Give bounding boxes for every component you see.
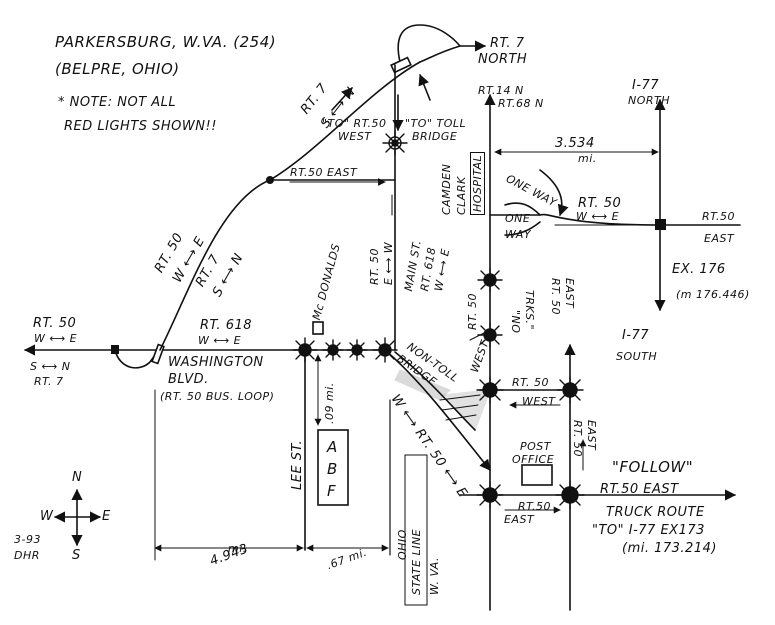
rt618-label: RT. 618 (200, 318, 253, 333)
rt50-right-label: RT. 50 (578, 196, 622, 211)
left-junction-loop (114, 347, 161, 369)
to-i77-label: "TO" I-77 EX173 (592, 523, 705, 538)
dist-3534: 3.534 (555, 136, 595, 151)
rt50-west-small: RT. 50 (512, 376, 550, 389)
rt50-east-vert-2: EAST (563, 278, 576, 309)
rt50-east-vert2: EAST (585, 420, 598, 451)
belpre-label: (BELPRE, OHIO) (55, 60, 180, 78)
one-way-2: ONE (505, 212, 531, 225)
rt50-east-lower: RT.50 (518, 500, 552, 513)
mcdonalds-marker (312, 321, 324, 335)
rt50-left-we: W ⟷ E (34, 332, 78, 345)
lee-st-label: LEE ST. (290, 439, 305, 490)
rt50-east-vert2-2: RT. 50 (571, 420, 584, 458)
rt7-left-label: RT. 7 (34, 375, 64, 388)
state-line-label: STATE LINE (410, 528, 423, 595)
rt50-east-bottom: RT.50 EAST (600, 482, 679, 497)
rt7-left-sn: S ⟷ N (30, 360, 71, 373)
post-office-2: OFFICE (512, 453, 555, 466)
ex176-label: EX. 176 (672, 262, 726, 277)
non-toll-bridge-road (384, 349, 491, 471)
ex176-mile: (m 176.446) (676, 288, 750, 301)
i77-north-2: NORTH (628, 94, 671, 107)
follow-label: "FOLLOW" (612, 458, 694, 476)
washington-loop: (RT. 50 BUS. LOOP) (160, 390, 275, 403)
abf-a: A (327, 438, 338, 456)
wva-label: W. VA. (428, 557, 441, 595)
rt50-left-label: RT. 50 (33, 316, 77, 331)
dist-3534-unit: mi. (578, 152, 597, 165)
compass-n: N (72, 470, 83, 485)
camden-label: CAMDEN (440, 163, 453, 215)
rt50-west-small-2: WEST (522, 395, 556, 408)
to-rt50-west-2: WEST (338, 130, 372, 143)
rt7-north-label: RT. 7 (490, 36, 525, 51)
post-office-1: POST (520, 440, 551, 453)
top-loop (397, 24, 461, 63)
rt50-east-top-label: RT.50 EAST (290, 166, 358, 179)
top-overpass (390, 56, 412, 74)
rt7-curve (159, 61, 421, 351)
rt618-we: W ⟷ E (198, 334, 242, 347)
top-connector (419, 45, 461, 63)
note-line-1: * NOTE: NOT ALL (58, 95, 177, 110)
footer-author: DHR (14, 549, 40, 562)
no-trks-2: TRKS." (523, 290, 536, 331)
state-line-box (404, 454, 428, 606)
compass-s: S (72, 548, 81, 563)
note-line-2: RED LIGHTS SHOWN!! (64, 119, 217, 134)
rt50-east-lower-2: EAST (504, 513, 535, 526)
rt50-east-vert: RT. 50 (549, 278, 562, 316)
abf-b: B (327, 460, 338, 478)
washington-blvd: BLVD. (168, 372, 209, 387)
rt14n-label: RT.14 N (478, 84, 524, 97)
dist-4943-unit: mi. (228, 542, 247, 555)
city-title: PARKERSBURG, W.VA. (254) (55, 33, 277, 51)
mi-173-label: (mi. 173.214) (622, 541, 717, 556)
rt50-east-right-2: EAST (704, 232, 735, 245)
rt50-east-right-label: RT.50 (702, 210, 736, 223)
footer-date: 3-93 (14, 533, 41, 546)
clark-label: CLARK (455, 176, 468, 215)
i77-north-1: I-77 (632, 78, 660, 93)
rt68n-label: RT.68 N (498, 97, 544, 110)
abf-box (317, 429, 349, 506)
hospital-label: HOSPITAL (470, 151, 485, 215)
ohio-label: OHIO (396, 529, 409, 560)
washington-label: WASHINGTON (168, 355, 264, 370)
compass-e: E (102, 509, 111, 524)
no-trks-1: "NO (509, 310, 522, 334)
rt50-west-vert: RT. 50 (466, 292, 479, 330)
compass-w: W (40, 509, 54, 524)
rt50-ew-vert: RT. 50 (368, 247, 381, 285)
rt50-ew-vert-2: E ⟷ W (382, 241, 395, 285)
i77-south-1: I-77 (622, 328, 650, 343)
to-rt50-west-1: "TO" RT.50 (322, 117, 387, 130)
to-toll-1: "TO" TOLL (405, 117, 467, 130)
dist-09: .09 mi. (323, 382, 336, 424)
one-way-3: WAY (505, 228, 532, 241)
rt50-right-we: W ⟷ E (576, 210, 620, 223)
left-junction-block (111, 345, 119, 354)
truck-route-label: TRUCK ROUTE (606, 505, 705, 520)
rt7-north-label-2: NORTH (478, 52, 528, 67)
abf-f: F (327, 482, 337, 500)
post-office-box (521, 464, 553, 486)
traffic-lights (292, 130, 585, 510)
to-toll-2: BRIDGE (412, 130, 458, 143)
i77-south-2: SOUTH (616, 350, 658, 363)
